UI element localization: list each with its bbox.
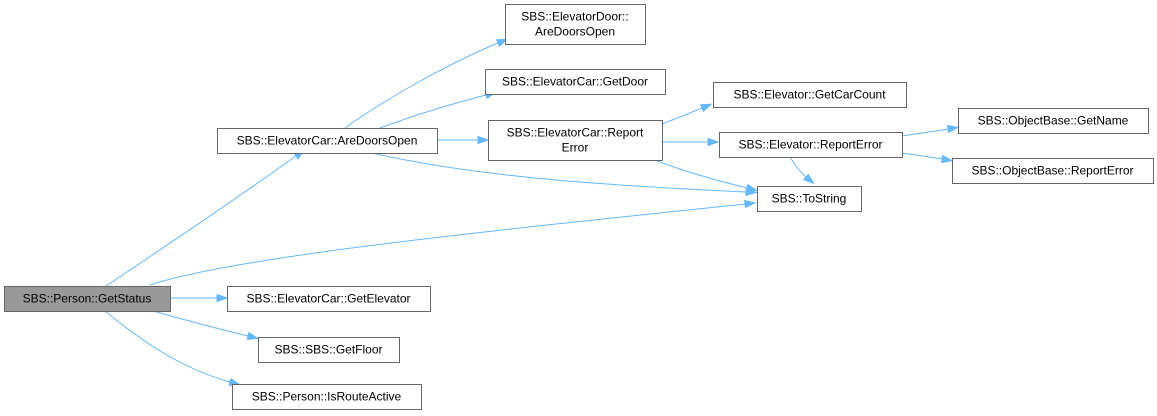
node-elevatorcar-aredoorsopen[interactable]: SBS::ElevatorCar::AreDoorsOpen bbox=[217, 128, 438, 154]
node-box bbox=[232, 384, 422, 410]
edge-person_getstatus-to-elevatorcar_aredoorsopen bbox=[105, 149, 306, 287]
node-box bbox=[258, 337, 400, 363]
edge-person_getstatus-to-sbs_getfloor bbox=[152, 310, 260, 340]
node-label: SBS::Person::IsRouteActive bbox=[252, 390, 402, 404]
node-box bbox=[757, 186, 862, 212]
edge-elevatorcar_aredoorsopen-to-elevatorcar_reporterror bbox=[437, 135, 490, 145]
node-objectbase-reporterror[interactable]: SBS::ObjectBase::ReportError bbox=[952, 158, 1154, 184]
node-elevatorcar-getelevator[interactable]: SBS::ElevatorCar::GetElevator bbox=[227, 286, 431, 312]
node-box bbox=[719, 132, 903, 158]
edge-arrowhead bbox=[246, 331, 260, 340]
edge-line bbox=[152, 310, 249, 337]
node-objectbase-getname[interactable]: SBS::ObjectBase::GetName bbox=[958, 108, 1149, 134]
node-box bbox=[713, 82, 907, 108]
edge-arrowhead bbox=[707, 137, 720, 147]
edge-line bbox=[371, 152, 747, 193]
edge-line bbox=[901, 152, 943, 160]
node-label: AreDoorsOpen bbox=[535, 25, 615, 39]
node-elevator-reporterror[interactable]: SBS::Elevator::ReportError bbox=[719, 132, 903, 158]
edge-elevator_reporterror-to-objectbase_getname bbox=[901, 124, 960, 137]
edge-line bbox=[149, 203, 746, 286]
edges-layer bbox=[104, 38, 960, 386]
edge-arrowhead bbox=[946, 124, 960, 134]
node-elevatorcar-reporterror[interactable]: SBS::ElevatorCar::ReportError bbox=[488, 120, 663, 161]
edge-line bbox=[344, 42, 499, 129]
edge-person_getstatus-to-tostring bbox=[149, 199, 757, 286]
node-label: SBS::ObjectBase::ReportError bbox=[971, 164, 1133, 178]
edge-elevator_reporterror-to-tostring bbox=[789, 156, 815, 185]
node-elevatordoor-aredoorsopen[interactable]: SBS::ElevatorDoor::AreDoorsOpen bbox=[505, 4, 646, 45]
edge-line bbox=[654, 159, 748, 189]
edge-elevatorcar_aredoorsopen-to-elevatorcar_getdoor bbox=[379, 91, 498, 129]
edge-arrowhead bbox=[699, 103, 713, 113]
node-label: SBS::Person::GetStatus bbox=[23, 292, 152, 306]
node-box bbox=[4, 286, 171, 312]
node-box bbox=[952, 158, 1154, 184]
node-label: SBS::ElevatorCar::GetDoor bbox=[502, 75, 648, 89]
node-box bbox=[505, 4, 646, 45]
edge-arrowhead bbox=[745, 183, 759, 192]
edge-line bbox=[901, 128, 949, 137]
node-label: SBS::Elevator::ReportError bbox=[738, 138, 882, 152]
edge-line bbox=[379, 94, 487, 129]
edge-elevatorcar_reporterror-to-elevator_reporterror bbox=[662, 137, 720, 147]
node-label: SBS::ElevatorCar::GetElevator bbox=[246, 292, 410, 306]
node-person-getstatus[interactable]: SBS::Person::GetStatus bbox=[4, 286, 171, 312]
node-tostring[interactable]: SBS::ToString bbox=[757, 186, 862, 212]
node-elevatorcar-getdoor[interactable]: SBS::ElevatorCar::GetDoor bbox=[485, 69, 666, 95]
node-elevator-getcarcount[interactable]: SBS::Elevator::GetCarCount bbox=[713, 82, 907, 108]
edge-person_getstatus-to-elevatorcar_getelevator bbox=[169, 293, 229, 303]
edge-line bbox=[104, 310, 231, 383]
node-box bbox=[217, 128, 438, 154]
edge-elevatorcar_reporterror-to-tostring bbox=[654, 159, 759, 192]
edge-line bbox=[661, 107, 703, 125]
node-label: SBS::ElevatorCar::AreDoorsOpen bbox=[237, 134, 418, 148]
edge-arrowhead bbox=[802, 173, 815, 185]
edge-elevatorcar_reporterror-to-elevator_getcarcount bbox=[661, 103, 713, 125]
edge-arrowhead bbox=[216, 293, 229, 303]
edge-line bbox=[105, 155, 297, 287]
edge-arrowhead bbox=[477, 135, 490, 145]
node-label: SBS::ElevatorDoor:: bbox=[521, 10, 628, 24]
node-label: SBS::ObjectBase::GetName bbox=[978, 114, 1129, 128]
edge-elevatorcar_aredoorsopen-to-elevatordoor_aredoorsopen bbox=[344, 38, 509, 129]
edge-arrowhead bbox=[744, 199, 757, 209]
edge-person_getstatus-to-person_isrouteactive bbox=[104, 310, 242, 386]
node-label: SBS::ToString bbox=[772, 192, 847, 206]
node-label: SBS::SBS::GetFloor bbox=[274, 343, 382, 357]
edge-line bbox=[789, 156, 807, 178]
node-sbs-getfloor[interactable]: SBS::SBS::GetFloor bbox=[258, 337, 400, 363]
node-box bbox=[227, 286, 431, 312]
node-person-isrouteactive[interactable]: SBS::Person::IsRouteActive bbox=[232, 384, 422, 410]
node-label: SBS::ElevatorCar::Report bbox=[507, 126, 644, 140]
node-box bbox=[488, 120, 663, 161]
node-label: Error bbox=[562, 141, 589, 155]
node-box bbox=[958, 108, 1149, 134]
edge-arrowhead bbox=[940, 154, 954, 164]
node-label: SBS::Elevator::GetCarCount bbox=[733, 88, 886, 102]
nodes-layer: SBS::Person::GetStatus SBS::ElevatorCar::… bbox=[4, 4, 1154, 410]
edge-arrowhead bbox=[495, 38, 509, 48]
edge-elevator_reporterror-to-objectbase_reporterror bbox=[901, 152, 954, 164]
node-box bbox=[485, 69, 666, 95]
